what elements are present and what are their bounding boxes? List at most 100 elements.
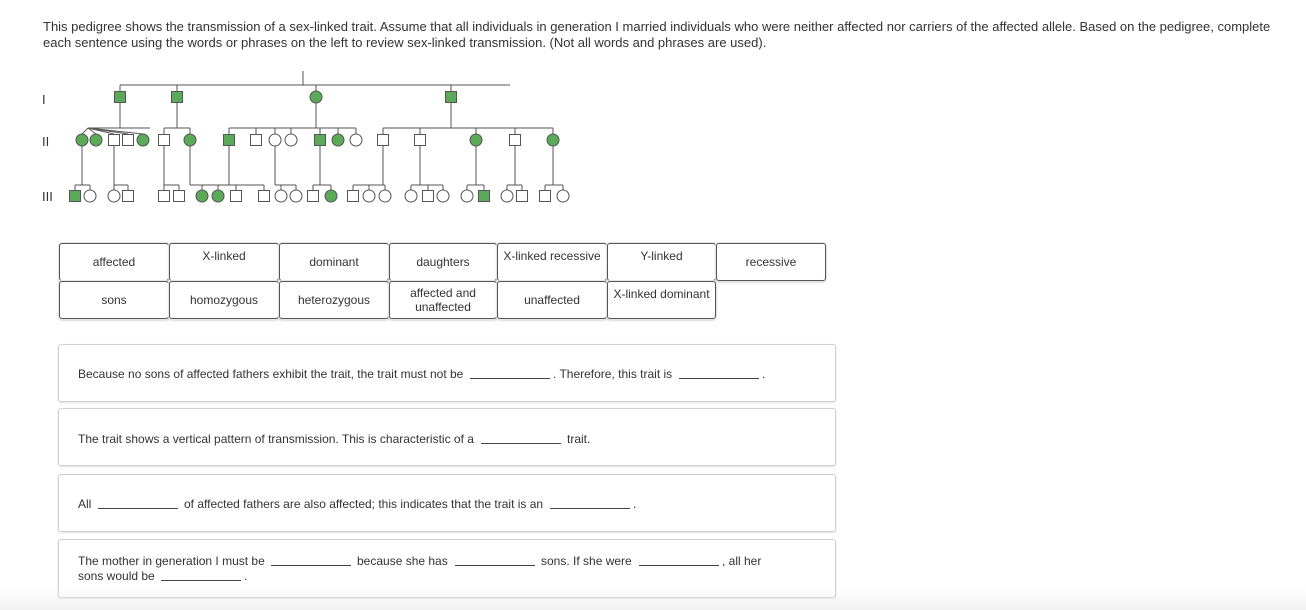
word-chip-homozygous[interactable]: homozygous xyxy=(169,281,279,319)
sentence-1-text-c: . xyxy=(762,367,766,381)
sentence-box-1: Because no sons of affected fathers exhi… xyxy=(58,344,836,402)
pedigree-line xyxy=(87,127,144,135)
unaffected-female-gen2-14 xyxy=(268,133,282,147)
word-chip-x-linked-recessive[interactable]: X-linked recessive xyxy=(497,243,607,281)
unaffected-female-gen3-49 xyxy=(556,189,570,203)
affected-male-gen1-1 xyxy=(114,91,126,103)
unaffected-male-gen2-7 xyxy=(108,134,120,146)
sentence-1-text-a: Because no sons of affected fathers exhi… xyxy=(78,367,464,381)
word-chip-daughters[interactable]: daughters xyxy=(389,243,497,281)
unaffected-female-gen3-34 xyxy=(274,189,288,203)
sentence-4-text-a: The mother in generation I must be xyxy=(78,554,265,568)
unaffected-female-gen3-46 xyxy=(500,189,514,203)
affected-female-gen2-21 xyxy=(469,133,483,147)
sentence-4-text-c: sons. If she were xyxy=(541,554,632,568)
unaffected-female-gen3-40 xyxy=(378,189,392,203)
drop-blank-4a[interactable] xyxy=(271,565,351,566)
affected-male-gen2-16 xyxy=(314,134,326,146)
drop-blank-2a[interactable] xyxy=(481,443,561,444)
unaffected-male-gen3-32 xyxy=(230,190,242,202)
unaffected-male-gen2-20 xyxy=(414,134,426,146)
word-chip-dominant[interactable]: dominant xyxy=(279,243,389,281)
unaffected-male-gen3-33 xyxy=(258,190,270,202)
word-chip-y-linked[interactable]: Y-linked xyxy=(607,243,716,281)
sentence-4-text-b: because she has xyxy=(357,554,448,568)
unaffected-male-gen2-22 xyxy=(509,134,521,146)
unaffected-female-gen3-35 xyxy=(289,189,303,203)
unaffected-female-gen2-18 xyxy=(349,133,363,147)
affected-female-gen2-11 xyxy=(183,133,197,147)
sentence-box-2: The trait shows a vertical pattern of tr… xyxy=(58,408,836,466)
affected-male-gen3-45 xyxy=(478,190,490,202)
sentence-1-text-b: . Therefore, this trait is xyxy=(553,367,673,381)
affected-female-gen2-6 xyxy=(89,133,103,147)
generation-label-1: I xyxy=(42,92,46,107)
generation-label-2: II xyxy=(42,134,49,149)
affected-female-gen2-23 xyxy=(546,133,560,147)
sentence-box-3: All of affected fathers are also affecte… xyxy=(58,474,836,532)
unaffected-male-gen3-36 xyxy=(307,190,319,202)
word-chip-sons[interactable]: sons xyxy=(59,281,169,319)
affected-female-gen1-3 xyxy=(309,90,323,104)
unaffected-female-gen3-44 xyxy=(460,189,474,203)
drop-blank-4b[interactable] xyxy=(455,565,535,566)
generation-labels: I II III xyxy=(42,92,53,204)
unaffected-female-gen3-25 xyxy=(83,189,97,203)
unaffected-male-gen2-8 xyxy=(122,134,134,146)
pedigree-line xyxy=(81,127,89,135)
sentence-3-text-c: . xyxy=(633,497,637,511)
drop-blank-4d[interactable] xyxy=(161,580,241,581)
bottom-fade xyxy=(0,588,1306,610)
affected-male-gen1-2 xyxy=(171,91,183,103)
unaffected-female-gen2-15 xyxy=(284,133,298,147)
drop-blank-1b[interactable] xyxy=(679,378,759,379)
generation-label-3: III xyxy=(42,189,53,204)
unaffected-male-gen3-47 xyxy=(516,190,528,202)
unaffected-male-gen3-48 xyxy=(539,190,551,202)
instructions-text: This pedigree shows the transmission of … xyxy=(43,19,1271,50)
word-chip-x-linked-dominant[interactable]: X-linked dominant xyxy=(607,281,716,319)
unaffected-female-gen3-26 xyxy=(107,189,121,203)
drop-blank-4c[interactable] xyxy=(639,565,719,566)
sentence-2-text-b: trait. xyxy=(567,432,591,446)
sentence-3-text-a: All xyxy=(78,497,92,511)
unaffected-male-gen3-28 xyxy=(158,190,170,202)
pedigree-lines xyxy=(74,71,564,190)
unaffected-male-gen2-19 xyxy=(377,134,389,146)
affected-female-gen3-30 xyxy=(195,189,209,203)
sentence-4-text-e: sons would be xyxy=(78,569,155,583)
pedigree-chart: I II III xyxy=(42,71,570,204)
unaffected-male-gen3-27 xyxy=(122,190,134,202)
unaffected-male-gen2-13 xyxy=(250,134,262,146)
affected-female-gen2-17 xyxy=(331,133,345,147)
sentence-3-text-b: of affected fathers are also affected; t… xyxy=(184,497,544,511)
affected-male-gen1-4 xyxy=(445,91,457,103)
unaffected-female-gen3-41 xyxy=(404,189,418,203)
drop-blank-3a[interactable] xyxy=(98,508,178,509)
affected-male-gen2-12 xyxy=(223,134,235,146)
word-chip-heterozygous[interactable]: heterozygous xyxy=(279,281,389,319)
word-chip-affected[interactable]: affected xyxy=(59,243,169,281)
word-chip-unaffected[interactable]: unaffected xyxy=(497,281,607,319)
affected-female-gen3-37 xyxy=(324,189,338,203)
affected-female-gen3-31 xyxy=(211,189,225,203)
unaffected-female-gen3-39 xyxy=(362,189,376,203)
affected-female-gen2-9 xyxy=(136,133,150,147)
unaffected-female-gen3-43 xyxy=(436,189,450,203)
sentence-2-text-a: The trait shows a vertical pattern of tr… xyxy=(78,432,474,446)
drop-blank-3b[interactable] xyxy=(550,508,630,509)
affected-female-gen2-5 xyxy=(75,133,89,147)
unaffected-male-gen2-10 xyxy=(158,134,170,146)
word-chip-affected-and-unaffected[interactable]: affected and unaffected xyxy=(389,281,497,319)
drop-blank-1a[interactable] xyxy=(470,378,550,379)
pedigree-symbols xyxy=(69,90,570,203)
unaffected-male-gen3-38 xyxy=(347,190,359,202)
word-chip-recessive[interactable]: recessive xyxy=(716,243,826,281)
word-chip-x-linked[interactable]: X-linked xyxy=(169,243,279,281)
sentence-4-text-f: . xyxy=(244,569,248,583)
affected-male-gen3-24 xyxy=(69,190,81,202)
sentence-4-text-d: , all her xyxy=(722,554,762,568)
unaffected-male-gen3-42 xyxy=(422,190,434,202)
pedigree-line xyxy=(87,127,97,135)
unaffected-male-gen3-29 xyxy=(173,190,185,202)
